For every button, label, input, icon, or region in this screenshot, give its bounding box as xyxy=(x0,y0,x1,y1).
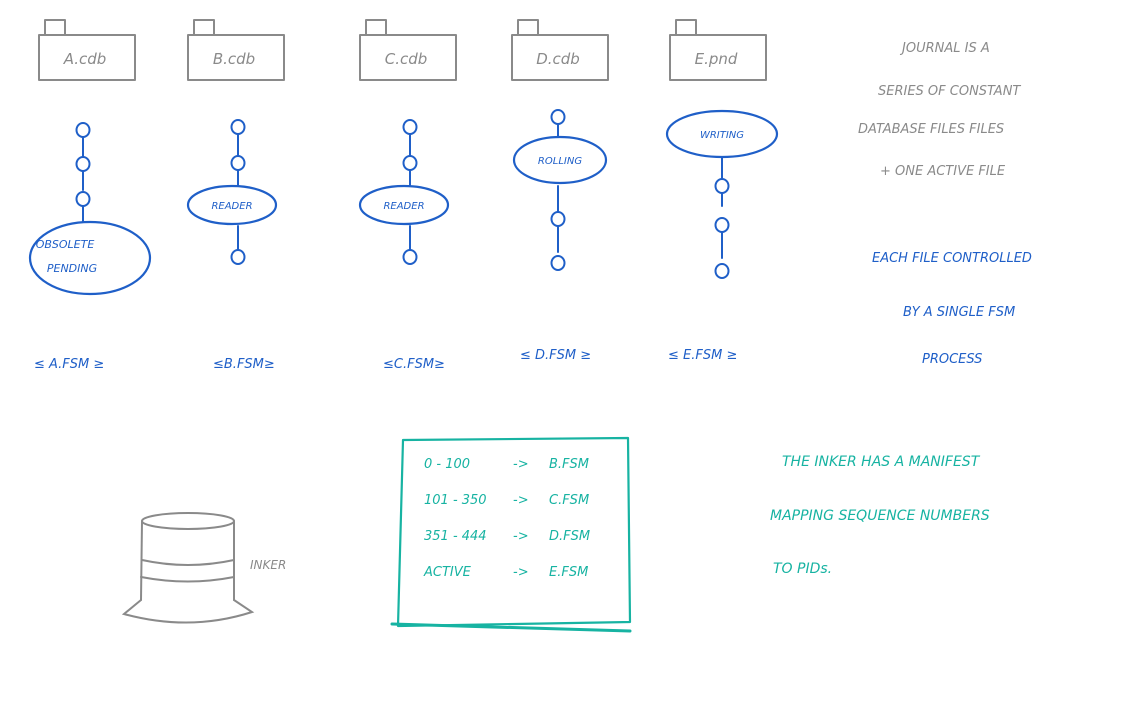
manifest-target: E.FSM xyxy=(549,565,588,580)
inker-cylinder-icon xyxy=(121,512,255,624)
state-bubble xyxy=(186,184,278,226)
manifest-box xyxy=(390,436,632,633)
folder-icon xyxy=(359,19,457,81)
state-bubble xyxy=(358,184,450,226)
manifest-target: B.FSM xyxy=(549,457,589,472)
state-bubble xyxy=(512,135,608,185)
fsm-label: ≤ A.FSM ≥ xyxy=(34,357,104,372)
state-node xyxy=(402,155,418,171)
inker-note-line: TO PIDs. xyxy=(773,561,832,577)
manifest-arrow: -> xyxy=(513,529,529,544)
fsm-label: ≤C.FSM≥ xyxy=(383,357,445,372)
file-name: C.cdb xyxy=(385,50,428,68)
state-node xyxy=(230,249,246,265)
manifest-arrow: -> xyxy=(513,493,529,508)
state-bubble xyxy=(28,220,152,296)
fsm-label: ≤B.FSM≥ xyxy=(213,357,275,372)
fsm-note-line: PROCESS xyxy=(922,352,982,367)
state-label: OBSOLETE xyxy=(36,238,95,251)
state-node xyxy=(402,249,418,265)
state-node xyxy=(714,263,730,279)
fsm-label: ≤ E.FSM ≥ xyxy=(668,348,737,363)
fsm-note-line: EACH FILE CONTROLLED xyxy=(872,251,1032,266)
state-label: ROLLING xyxy=(538,156,582,167)
manifest-target: D.FSM xyxy=(549,529,590,544)
manifest-rows: 0 - 100 -> B.FSM 101 - 350 -> C.FSM 351 - 444 -… xyxy=(423,457,590,580)
state-node xyxy=(230,119,246,135)
state-node xyxy=(75,191,91,207)
journal-note-line: DATABASE FILES FILES xyxy=(858,122,1004,137)
journal-note-line: + ONE ACTIVE FILE xyxy=(880,164,1006,179)
inker-note-line: MAPPING SEQUENCE NUMBERS xyxy=(770,508,990,524)
manifest-row: 351 - 444 -> D.FSM xyxy=(424,529,590,544)
state-node xyxy=(714,217,730,233)
inker-label: INKER xyxy=(250,558,286,572)
manifest-range: 351 - 444 xyxy=(424,529,487,544)
manifest-row: 101 - 350 -> C.FSM xyxy=(424,493,589,508)
state-label: READER xyxy=(211,201,252,212)
state-node xyxy=(714,178,730,194)
state-label: READER xyxy=(383,201,424,212)
manifest-row: 0 - 100 -> B.FSM xyxy=(424,457,589,472)
journal-note-line: JOURNAL IS A xyxy=(899,41,990,56)
manifest-arrow: -> xyxy=(513,565,529,580)
file-name: A.cdb xyxy=(63,50,107,68)
journal-note: JOURNAL IS A SERIES OF CONSTANT DATABASE… xyxy=(858,41,1021,179)
state-node xyxy=(550,109,566,125)
manifest-arrow: -> xyxy=(513,457,529,472)
folder-icon xyxy=(38,19,136,81)
manifest-range: ACTIVE xyxy=(423,565,472,580)
file-name: D.cdb xyxy=(536,50,580,68)
fsm-note: EACH FILE CONTROLLED BY A SINGLE FSM PRO… xyxy=(872,251,1032,367)
folder-icon xyxy=(511,19,609,81)
fsm-note-line: BY A SINGLE FSM xyxy=(903,305,1015,320)
state-node xyxy=(402,119,418,135)
fsm-label: ≤ D.FSM ≥ xyxy=(520,348,591,363)
state-label: PENDING xyxy=(47,262,97,275)
file-name: B.cdb xyxy=(213,50,255,68)
state-node xyxy=(550,211,566,227)
manifest-target: C.FSM xyxy=(549,493,589,508)
state-label: WRITING xyxy=(700,130,744,141)
folder-icon xyxy=(187,19,285,81)
state-node xyxy=(550,255,566,271)
state-node xyxy=(230,155,246,171)
folder-icon xyxy=(669,19,767,81)
file-name: E.pnd xyxy=(695,50,738,68)
manifest-range: 0 - 100 xyxy=(424,457,470,472)
state-node xyxy=(75,122,91,138)
manifest-range: 101 - 350 xyxy=(424,493,487,508)
inker-note: THE INKER HAS A MANIFEST MAPPING SEQUENC… xyxy=(770,454,990,577)
state-node xyxy=(75,156,91,172)
journal-note-line: SERIES OF CONSTANT xyxy=(878,84,1021,99)
inker-note-line: THE INKER HAS A MANIFEST xyxy=(782,454,981,470)
manifest-row: ACTIVE -> E.FSM xyxy=(423,565,588,580)
